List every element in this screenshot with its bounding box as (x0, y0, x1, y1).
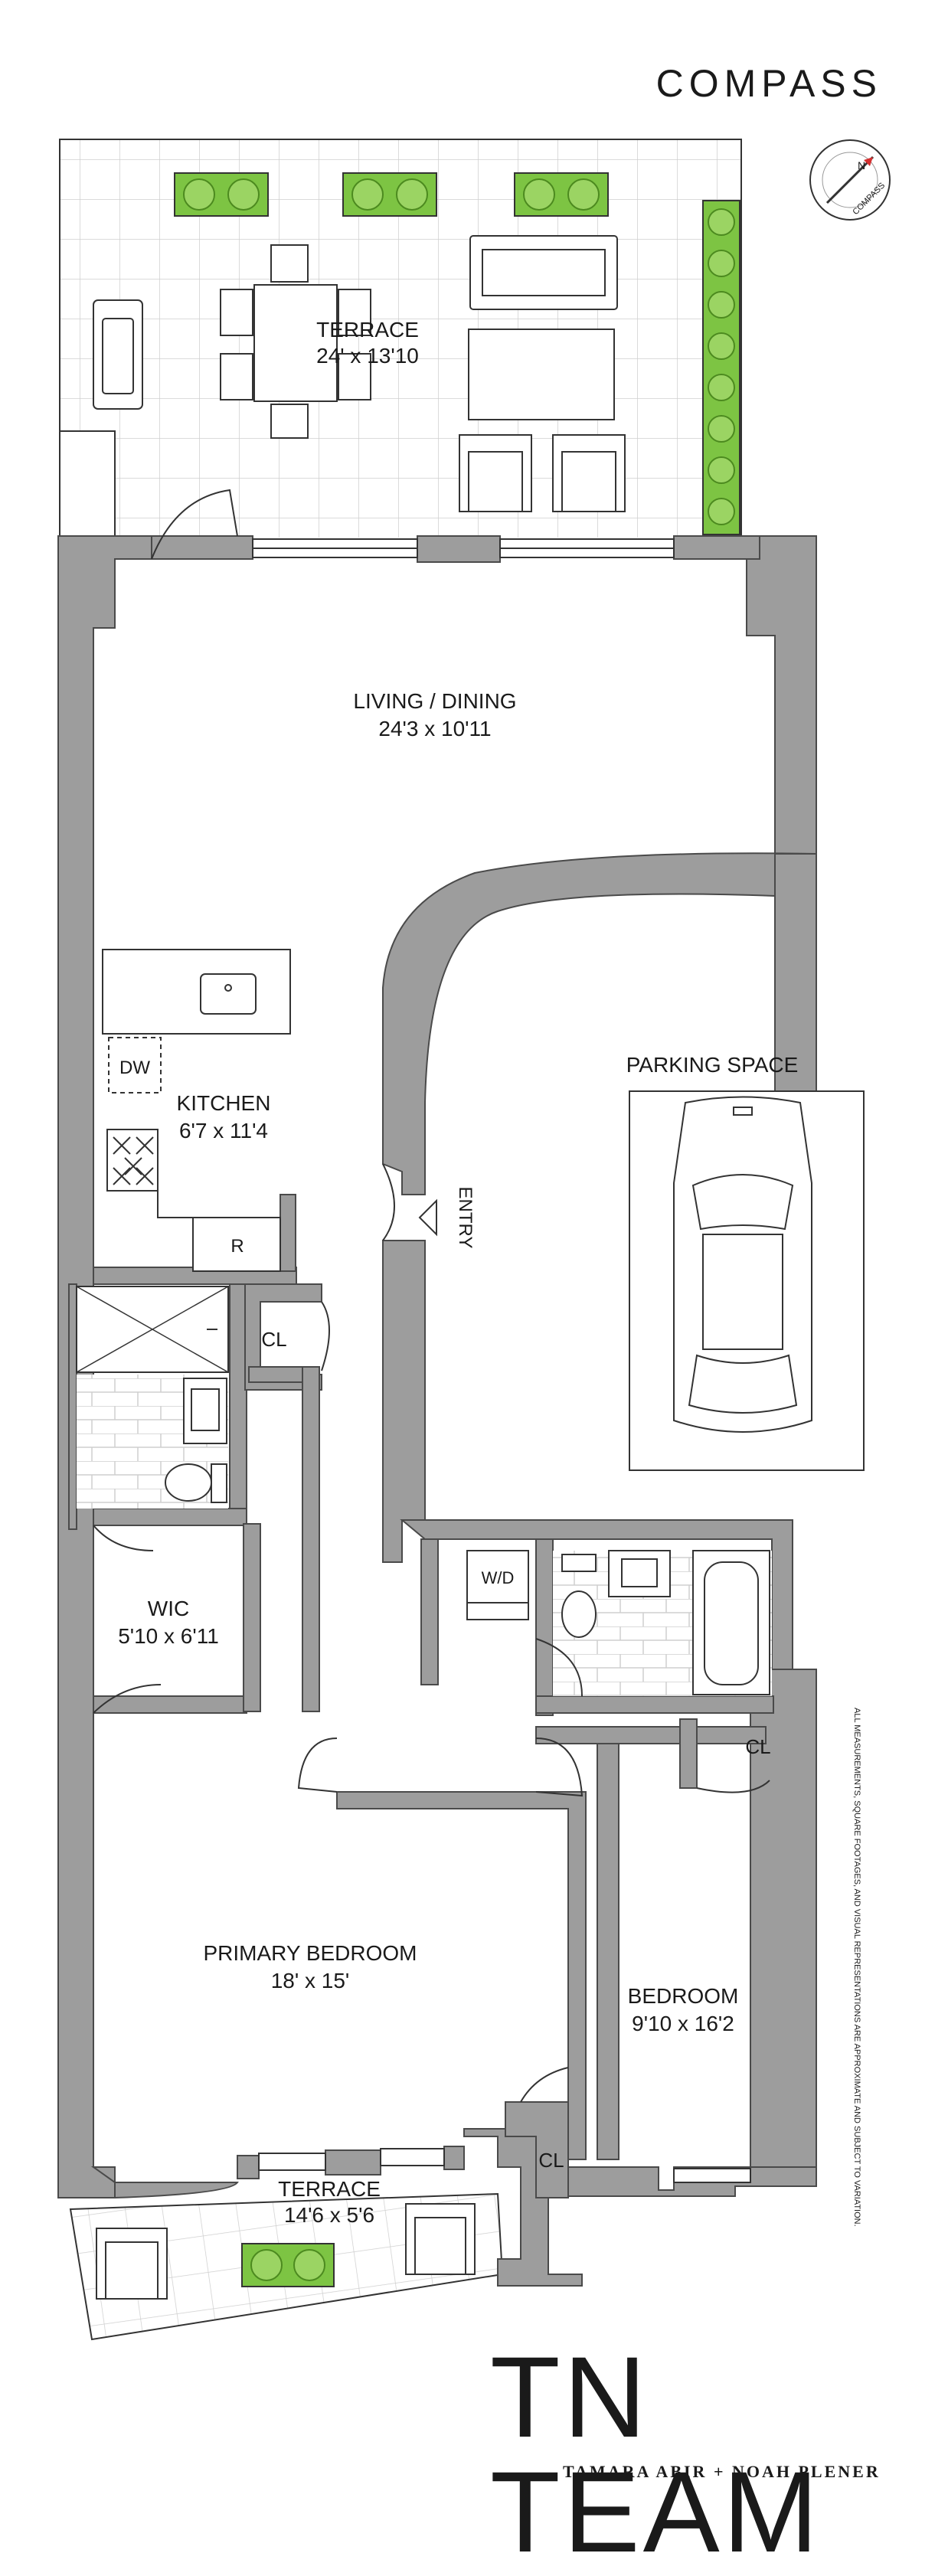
compass-north: N (858, 159, 865, 172)
terrace-door (151, 489, 238, 560)
dishwasher (108, 1037, 162, 1093)
wic-name: WIC (148, 1597, 189, 1620)
dishwasher-label: DW (119, 1058, 150, 1078)
terrace-top-name: TERRACE (316, 318, 419, 342)
fridge (192, 1217, 281, 1272)
planter-column (702, 200, 740, 535)
wic-dims: 5'10 x 6'11 (118, 1624, 219, 1648)
dining-set (220, 244, 371, 439)
primary-bedroom-dims: 18' x 15' (271, 1969, 350, 1992)
terrace-planter (241, 2243, 335, 2287)
armchairs (459, 434, 626, 512)
washer-dryer (466, 1550, 529, 1603)
terrace-bottom: TERRACE 14'6 x 5'6 (69, 2177, 504, 2341)
primary-bedroom-name: PRIMARY BEDROOM (203, 1941, 417, 1965)
toilet-2 (561, 1590, 597, 1638)
sofa (469, 235, 618, 310)
kitchen-island (102, 949, 291, 1035)
team-agents: TAMARA ABIR + NOAH PLENER (563, 2462, 881, 2481)
kitchen-dims: 6'7 x 11'4 (179, 1119, 268, 1143)
terrace-top-dims: 24' x 13'10 (316, 344, 419, 368)
closet-label-1: CL (261, 1328, 286, 1351)
window-top (252, 538, 675, 558)
terrace-top-corner (59, 430, 116, 539)
laundry: W/D (466, 1550, 529, 1620)
kitchen-name: KITCHEN (177, 1091, 271, 1115)
washer-dryer-label: W/D (482, 1568, 515, 1587)
interior-walls (68, 1194, 774, 2198)
bath-1 (76, 1286, 229, 1551)
closet-label-3: CL (538, 2149, 564, 2172)
parking: PARKING SPACE (626, 1053, 865, 1471)
terrace-top-edge (59, 139, 742, 536)
lounge-chair (93, 299, 143, 410)
car (673, 1096, 812, 1433)
terrace-chairs (96, 2203, 476, 2300)
terrace-bottom-name: TERRACE (278, 2177, 381, 2201)
entry-label: ENTRY (455, 1187, 476, 1249)
fridge-label: R (230, 1236, 244, 1257)
living-name: LIVING / DINING (353, 689, 516, 713)
window-bottom (258, 2148, 751, 2183)
coffee-table (468, 329, 615, 420)
parking-name: PARKING SPACE (626, 1053, 799, 1077)
compass-rose: N COMPASS (809, 139, 891, 221)
entry: ENTRY (382, 1163, 476, 1249)
closet-label-2: CL (745, 1735, 770, 1758)
terrace-top: TERRACE 24' x 13'10 (59, 139, 742, 539)
living-dims: 24'3 x 10'11 (378, 717, 491, 740)
toilet (165, 1463, 212, 1502)
planter-group (174, 172, 609, 217)
exterior-walls (57, 535, 817, 2287)
team-logo: TN TEAM (490, 2332, 822, 2576)
compass-logo: COMPASS (655, 62, 882, 105)
terrace-bottom-dims: 14'6 x 5'6 (284, 2203, 374, 2227)
bath-2 (535, 1550, 772, 1697)
bedroom-dims: 9'10 x 16'2 (632, 2012, 734, 2035)
kitchen-sink (200, 973, 257, 1015)
bedroom-name: BEDROOM (628, 1984, 739, 2008)
kitchen: DW R KITCHEN 6'7 x 11'4 (102, 949, 291, 1272)
disclaimer: ALL MEASUREMENTS, SQUARE FOOTAGES, AND V… (852, 1708, 861, 2227)
